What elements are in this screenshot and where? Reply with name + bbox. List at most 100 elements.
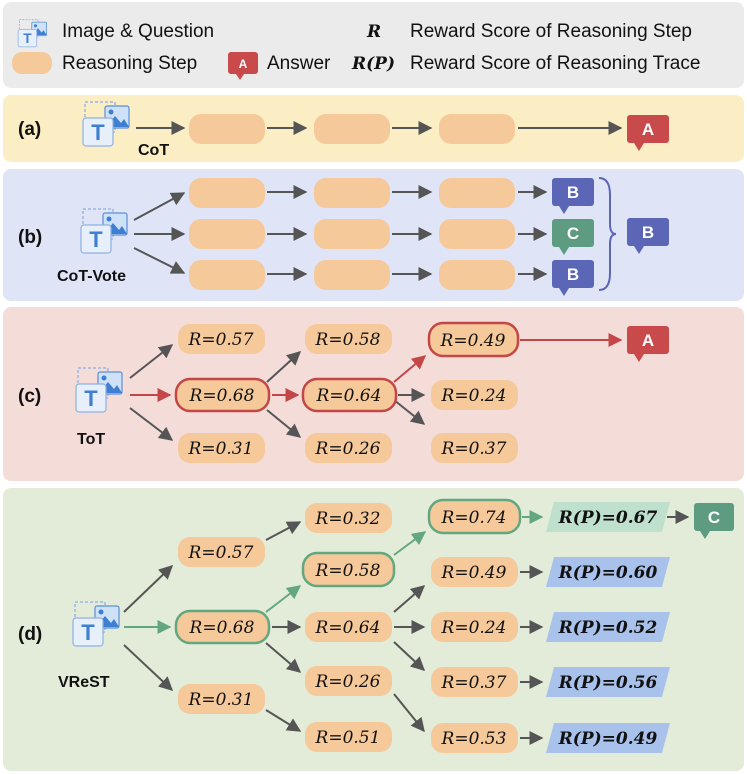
tot-tag: (c) [18, 386, 41, 407]
tot-node-l3-top [427, 321, 520, 358]
tot-node-l3-top-label: R=0.49 [440, 331, 506, 351]
vrest-tag: (d) [18, 624, 42, 645]
answer-bubble-icon [627, 326, 669, 362]
vrest-node-l3-3-label: R=0.24 [441, 618, 507, 638]
answer-bubble-icon [552, 178, 594, 296]
vrest-trace-4-label: R(P)=0.56 [558, 673, 658, 693]
tot-node-l2-bot [305, 433, 392, 463]
answer-bubble-icon [228, 52, 258, 80]
tot-node-l3-mid-label: R=0.24 [441, 386, 507, 406]
tot-node-l2-top-label: R=0.58 [315, 330, 381, 350]
tot-node-l2-bot-label: R=0.26 [315, 439, 381, 459]
legend-image-question: Image & Question [62, 21, 214, 42]
vrest-node-l3-3 [431, 612, 518, 642]
vote-step-1-1 [189, 178, 265, 208]
tot-node-l1-bot-label: R=0.31 [188, 439, 254, 459]
legend: Image & Question Reasoning Step A Answer… [3, 2, 744, 88]
tot-answer: A [642, 331, 654, 350]
vote-step-2-1 [189, 219, 265, 249]
section-tot: (c) ToT R=0.57 R=0.68 R=0.31 R=0.58 R=0.… [3, 307, 744, 481]
vrest-node-l1-mid-label: R=0.68 [189, 618, 255, 638]
vrest-node-l2-1-label: R=0.32 [315, 509, 381, 529]
vrest-node-l3-5-label: R=0.53 [441, 729, 507, 749]
vrest-node-l2-3 [305, 612, 392, 642]
vrest-node-l1-bot [178, 684, 265, 714]
vrest-node-l3-4 [431, 667, 518, 697]
vrest-node-l3-4-label: R=0.37 [441, 673, 507, 693]
vrest-node-l3-1 [427, 498, 522, 535]
cot-step-2 [314, 114, 390, 144]
vote-step-1-3 [439, 178, 515, 208]
section-cot-vote: (b) CoT-Vote B [3, 169, 744, 301]
tot-node-l1-bot [178, 433, 265, 463]
tot-node-l1-top-label: R=0.57 [188, 330, 254, 350]
vrest-node-l2-3-label: R=0.64 [315, 618, 381, 638]
tot-method-label: ToT [77, 431, 105, 448]
vote-step-3-1 [189, 260, 265, 290]
vrest-method-label: VReST [58, 674, 110, 691]
vrest-node-l1-top-label: R=0.57 [188, 543, 254, 563]
vrest-node-l2-4-label: R=0.26 [315, 672, 381, 692]
answer-bubble-icon [627, 115, 669, 151]
cot-step-3 [439, 114, 515, 144]
vote-step-1-2 [314, 178, 390, 208]
vrest-trace-2 [546, 557, 670, 587]
tot-node-l1-top [178, 324, 265, 354]
vrest-trace-5-label: R(P)=0.49 [558, 729, 658, 749]
vote-step-3-2 [314, 260, 390, 290]
legend-background [3, 2, 744, 88]
vrest-trace-4 [546, 667, 670, 697]
tot-node-l1-mid [174, 377, 271, 413]
tot-node-l1-mid-label: R=0.68 [189, 386, 255, 406]
legend-answer: Answer [267, 53, 331, 74]
vote-step-2-3 [439, 219, 515, 249]
vrest-trace-1-label: R(P)=0.67 [558, 508, 658, 528]
vrest-trace-1 [546, 502, 670, 532]
legend-reward-step-symbol: R [366, 22, 381, 42]
vote-answer-1: B [567, 183, 579, 202]
vrest-node-l2-2-label: R=0.58 [315, 561, 381, 581]
tot-node-l3-mid [431, 380, 518, 410]
vote-final-answer: B [642, 223, 654, 242]
legend-answer-badge: A [239, 57, 248, 71]
tot-node-l3-bot [431, 433, 518, 463]
tot-node-l2-mid [301, 377, 398, 413]
tot-node-l3-bot-label: R=0.37 [441, 439, 507, 459]
vote-brace [598, 177, 617, 291]
vrest-node-l1-bot-label: R=0.31 [188, 690, 254, 710]
tot-node-l2-top [305, 324, 392, 354]
vote-step-2-2 [314, 219, 390, 249]
legend-reasoning-step: Reasoning Step [62, 53, 197, 74]
vrest-node-l2-4 [305, 666, 392, 696]
answer-bubble-icon [627, 218, 669, 254]
cot-answer: A [642, 120, 654, 139]
vrest-node-l3-2 [431, 557, 518, 587]
cot-method-label: CoT [138, 142, 169, 159]
vrest-node-l2-1 [305, 503, 392, 533]
vrest-trace-5 [546, 723, 670, 753]
legend-reward-trace-symbol: R(P) [351, 54, 395, 74]
legend-reward-step-text: Reward Score of Reasoning Step [410, 21, 692, 42]
vrest-node-l2-5 [305, 722, 392, 752]
cot-vote-tag: (b) [18, 227, 42, 248]
vrest-trace-2-label: R(P)=0.60 [558, 563, 658, 583]
legend-reward-trace-text: Reward Score of Reasoning Trace [410, 53, 700, 74]
section-cot: (a) CoT A [3, 95, 744, 162]
legend-reasoning-step-swatch [12, 52, 52, 74]
vrest-node-l2-2 [301, 551, 396, 588]
vrest-node-l3-1-label: R=0.74 [441, 508, 507, 528]
vote-answer-2: C [567, 224, 579, 243]
tot-node-l2-mid-label: R=0.64 [316, 386, 382, 406]
section-vrest: (d) VReST R=0.57 [3, 488, 744, 771]
answer-bubble-icon [694, 503, 734, 539]
vrest-node-l3-2-label: R=0.49 [441, 563, 507, 583]
vrest-trace-3-label: R(P)=0.52 [558, 618, 658, 638]
vrest-node-l1-mid [174, 609, 271, 645]
cot-tag: (a) [18, 119, 41, 140]
vrest-node-l1-top [178, 537, 265, 567]
vrest-answer: C [708, 508, 720, 527]
vote-step-3-3 [439, 260, 515, 290]
vrest-trace-3 [546, 612, 670, 642]
vrest-node-l2-5-label: R=0.51 [315, 728, 381, 748]
